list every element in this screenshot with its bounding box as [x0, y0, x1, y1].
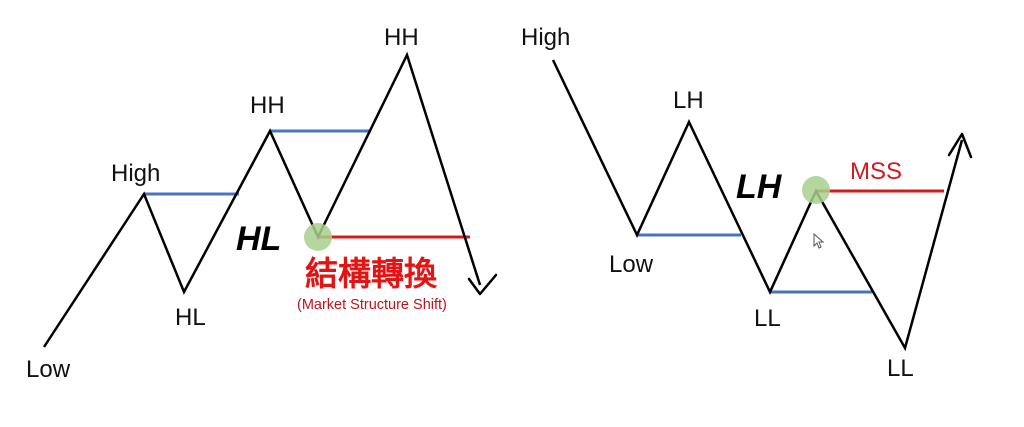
label-high: High [111, 160, 160, 187]
label-mss: MSS [850, 158, 902, 185]
price-path-left [42, 51, 482, 348]
label-ll-2: LL [887, 355, 914, 382]
label-high-right: High [521, 24, 570, 51]
label-hl-emphasis: HL [236, 220, 281, 258]
label-hh-1: HH [250, 92, 285, 119]
mouse-pointer-icon [813, 232, 825, 249]
label-hl: HL [175, 304, 206, 331]
highlight-dot-hl [304, 223, 332, 251]
label-ll-1: LL [754, 305, 781, 332]
label-lh-1: LH [673, 87, 704, 114]
mss-subtitle: (Market Structure Shift) [297, 297, 447, 313]
right-panel-downtrend: High Low LH LL LH MSS LL [521, 24, 973, 382]
label-hh-2: HH [384, 24, 419, 51]
label-low: Low [26, 356, 71, 383]
label-lh-emphasis: LH [736, 168, 783, 206]
left-panel-uptrend: Low High HL HH HL HH 結構轉換 (Market Struct… [26, 24, 498, 383]
price-path-right [551, 59, 964, 352]
highlight-dot-lh [802, 176, 830, 204]
arrow-head-up-icon [947, 132, 973, 159]
mss-title-cjk: 結構轉換 [305, 254, 438, 293]
label-low-right: Low [609, 251, 654, 278]
arrow-head-down-icon [467, 273, 498, 296]
